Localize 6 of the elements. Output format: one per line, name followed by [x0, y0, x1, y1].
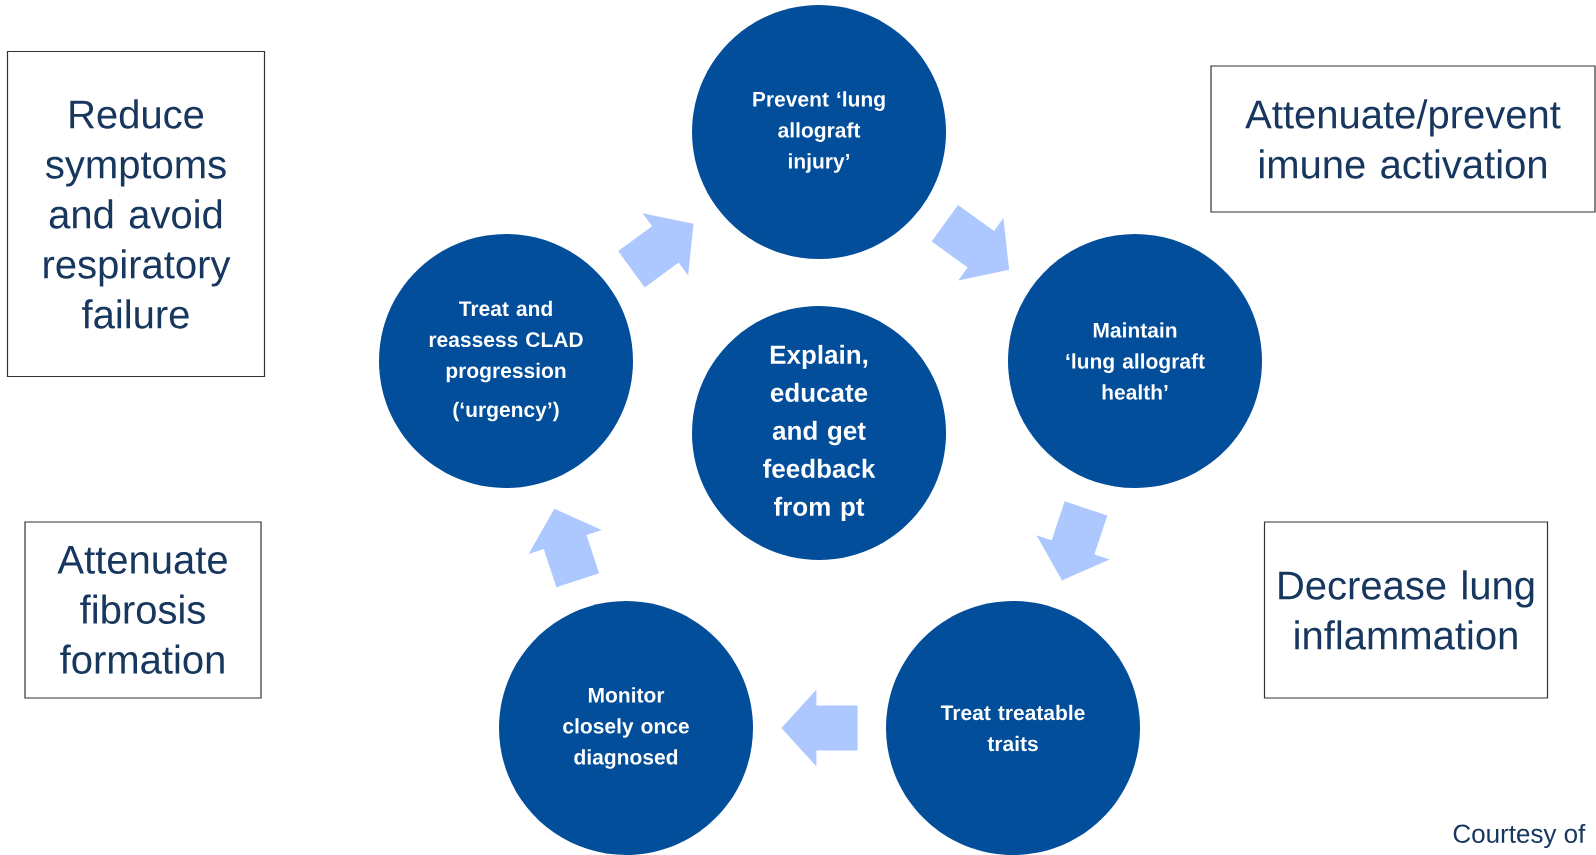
- block-arrow: [618, 213, 694, 288]
- credit-text: Courtesy of: [1453, 823, 1586, 849]
- goal-box: Attenuate/prevent imune activation: [1210, 65, 1596, 213]
- goal-box: Reduce symptoms and avoid respiratory failure: [6, 50, 266, 378]
- goal-box: Decrease lung inflammation: [1263, 521, 1549, 699]
- goal-box: Attenuate fibrosis formation: [24, 521, 262, 699]
